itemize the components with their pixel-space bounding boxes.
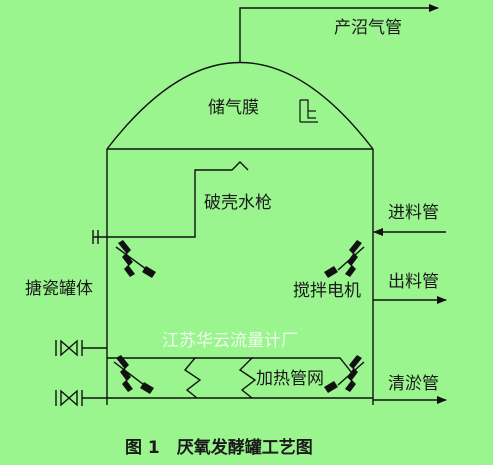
water-gun-pipe	[92, 161, 249, 244]
agitator-lower-right-icon	[324, 355, 365, 393]
agitator-lower-left-icon	[113, 355, 154, 394]
figure-caption: 图 1 厌氧发酵罐工艺图	[125, 437, 313, 458]
biogas-pipe	[239, 4, 439, 62]
watermark-text: 江苏华云流量计厂	[162, 331, 298, 351]
discharge-pipe-label: 出料管	[388, 272, 439, 292]
tank-body	[106, 149, 374, 405]
heating-pipe-network	[107, 357, 373, 399]
water-gun-label: 破壳水枪	[204, 193, 272, 213]
valve-lower-icon	[55, 389, 107, 407]
feed-pipe-label: 进料管	[388, 203, 439, 223]
agitator-upper-left-icon	[115, 240, 156, 278]
biogas-pipe-label: 产沼气管	[334, 18, 402, 38]
heating-pipe-label: 加热管网	[256, 369, 324, 389]
valve-upper-icon	[55, 339, 107, 357]
agitator-upper-right-icon	[324, 240, 365, 278]
tank-body-label: 搪瓷罐体	[25, 279, 93, 299]
gas-membrane-dome	[106, 61, 374, 150]
sludge-pipe-label: 清淤管	[388, 374, 439, 394]
gas-membrane-label: 储气膜	[208, 98, 259, 118]
membrane-gauge-icon	[299, 99, 318, 123]
agitator-motor-label: 搅拌电机	[293, 281, 361, 301]
